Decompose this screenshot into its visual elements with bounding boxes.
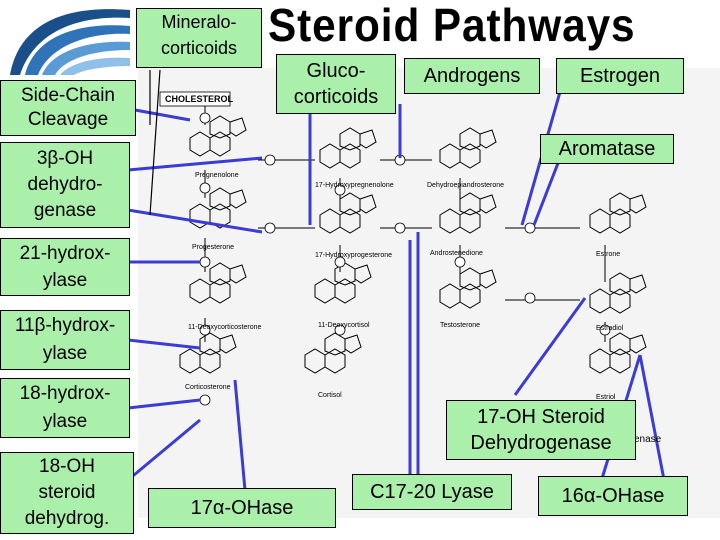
steroid-label-estriol: Estriol	[596, 394, 616, 401]
label-18-oh-steroid-dehydrogenase: 18-OH steroid dehydrog.	[0, 452, 134, 534]
steroid-label-testosterone: Testosterone	[440, 322, 481, 329]
steroid-label-cholesterol: CHOLESTEROL	[165, 94, 234, 104]
steroid-label-estrone: Estrone	[596, 251, 621, 258]
fragment-enase: enase	[634, 434, 662, 445]
label-estrogen: Estrogen	[556, 58, 684, 94]
steroid-label-androstenedione: Androstenedione	[430, 250, 483, 257]
label-side-chain-cleavage: Side-Chain Cleavage	[0, 80, 136, 136]
logo-icon	[0, 0, 140, 80]
steroid-label-estradiol: Estradiol	[596, 325, 624, 332]
steroid-label-doc: 11-Deoxycorticosterone	[188, 324, 262, 331]
steroid-label-corticosterone: Corticosterone	[185, 384, 231, 391]
label-c17-20-lyase: C17-20 Lyase	[352, 474, 512, 510]
label-aromatase: Aromatase	[540, 134, 674, 164]
steroid-label-17-hydroxyprogesterone: 17-Hydroxyprogesterone	[315, 252, 393, 259]
label-17-oh-steroid-dehydrogenase: 17-OH Steroid Dehydrogenase	[446, 400, 636, 460]
steroid-label-17-hydroxypregnenolone: 17-Hydroxypregnenolone	[315, 182, 394, 189]
label-11b-hydroxylase: 11β-hydrox- ylase	[0, 310, 130, 370]
label-18-hydroxylase: 18-hydrox- ylase	[0, 378, 130, 438]
steroid-label-progesterone: Progesterone	[192, 244, 235, 251]
label-16a-ohase: 16α-OHase	[538, 476, 688, 516]
page-title: Steroid Pathways	[268, 0, 636, 51]
label-3b-oh-dehydrogenase: 3β-OH dehydro- genase	[0, 142, 130, 228]
label-androgens: Androgens	[404, 58, 540, 94]
label-21-hydroxylase: 21-hydrox- ylase	[0, 238, 130, 296]
steroid-label-11-deoxycortisol: 11-Deoxycortisol	[318, 322, 370, 329]
steroid-label-dhea: Dehydroepiandrosterone	[427, 182, 505, 189]
label-17a-ohase: 17α-OHase	[148, 488, 336, 528]
steroid-label-cortisol: Cortisol	[318, 392, 342, 399]
steroid-label-pregnenolone: Pregnenolone	[195, 172, 239, 179]
label-mineralocorticoids: Mineralo- corticoids	[136, 8, 262, 68]
label-glucocorticoids: Gluco- corticoids	[276, 54, 396, 114]
